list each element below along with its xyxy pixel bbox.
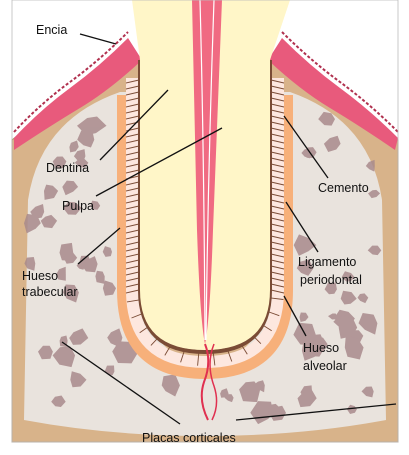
label-hueso-trabecular-2: trabecular xyxy=(22,285,78,299)
label-placas-corticales: Placas corticales xyxy=(142,431,236,445)
label-hueso-alveolar-1: Hueso xyxy=(303,341,339,355)
label-hueso-alveolar-2: alveolar xyxy=(303,359,347,373)
label-dentina: Dentina xyxy=(46,161,89,175)
label-pulpa: Pulpa xyxy=(62,199,94,213)
label-hueso-trabecular-1: Hueso xyxy=(22,269,58,283)
label-cemento: Cemento xyxy=(318,181,369,195)
label-encia: Encia xyxy=(36,23,67,37)
label-ligamento-2: periodontal xyxy=(300,273,362,287)
label-ligamento-1: Ligamento xyxy=(298,255,356,269)
